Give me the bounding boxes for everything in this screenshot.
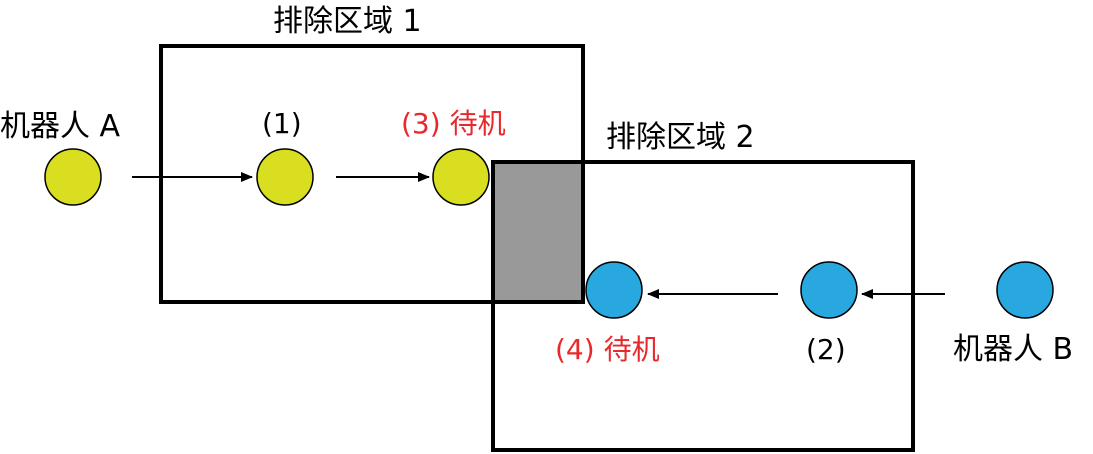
exclusion-zone-2 — [491, 160, 915, 452]
overlap-region — [493, 162, 583, 302]
robot-a-position-1 — [256, 148, 314, 206]
robot-b-position-2 — [800, 261, 858, 319]
step-3-standby-label: (3) 待机 — [401, 107, 506, 140]
zone-1-label: 排除区域 1 — [273, 4, 422, 39]
robot-a-start — [44, 148, 102, 206]
robot-b-start — [996, 261, 1054, 319]
step-2-label: (2) — [806, 333, 846, 366]
robot-b-label: 机器人 B — [953, 332, 1073, 367]
step-4-standby-label: (4) 待机 — [555, 333, 660, 366]
robot-a-position-3 — [432, 148, 490, 206]
robot-a-label: 机器人 A — [0, 109, 121, 144]
robot-b-position-4 — [585, 261, 643, 319]
step-1-label: (1) — [262, 107, 302, 140]
zone-2-label: 排除区域 2 — [606, 120, 755, 155]
exclusion-zone-1 — [159, 44, 585, 304]
